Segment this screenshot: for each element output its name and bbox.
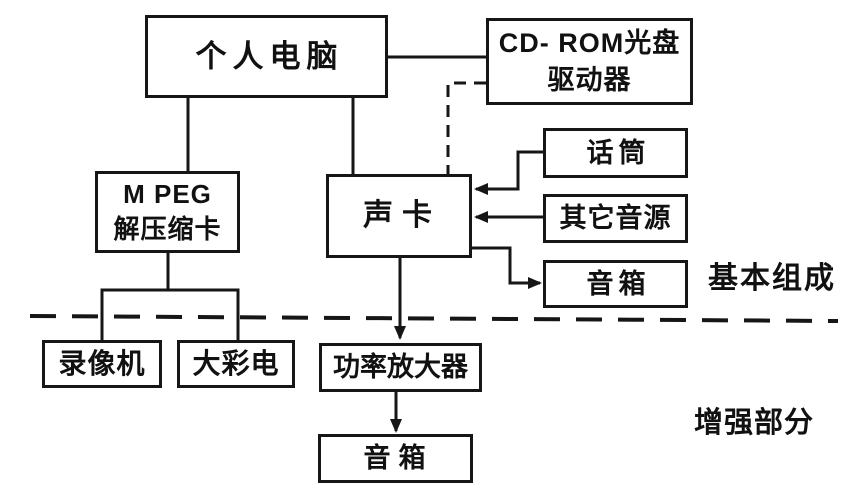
node-cdrom-drive-label-line1: CD- ROM光盘 [498,28,681,59]
edge-mpeg-vcr-tv-branch [100,253,240,340]
node-mpeg-label-line1: M PEG [123,178,212,209]
node-other-audio-source: 其它音源 [543,194,688,243]
node-cdrom-drive-label-line2: 驱动器 [547,64,632,95]
node-personal-computer-label: 个人电脑 [195,38,344,74]
edge-soundcard-speaker [472,246,542,289]
node-speaker-basic-label: 音箱 [586,268,651,299]
node-speaker-basic: 音箱 [543,260,688,308]
edge-mic-soundcard [474,150,543,195]
node-mpeg-decompression-card: M PEG 解压缩卡 [95,171,240,253]
section-label-basic-components: 基本组成 [708,262,836,295]
node-mpeg-label-line2: 解压缩卡 [113,214,222,244]
node-power-amplifier-label: 功率放大器 [333,352,468,383]
node-sound-card-label: 声卡 [363,198,441,232]
section-label-enhanced-part: 增强部分 [694,407,815,439]
node-color-tv: 大彩电 [177,340,295,388]
node-color-tv-label: 大彩电 [192,348,280,380]
node-speaker-enhanced-label: 音箱 [363,443,434,474]
basic-enhanced-separator-line [29,314,839,323]
node-microphone: 话筒 [543,128,688,178]
edge-cdrom-soundcard-dashed [446,81,486,174]
node-personal-computer: 个人电脑 [145,15,388,98]
node-microphone-label: 话筒 [586,137,651,168]
node-other-audio-source-label: 其它音源 [559,203,672,234]
node-video-recorder: 录像机 [42,340,162,388]
node-video-recorder-label: 录像机 [58,348,146,380]
node-sound-card: 声卡 [326,174,472,258]
node-speaker-enhanced: 音箱 [318,434,473,483]
node-cdrom-drive: CD- ROM光盘 驱动器 [486,18,693,105]
node-power-amplifier: 功率放大器 [319,343,482,392]
